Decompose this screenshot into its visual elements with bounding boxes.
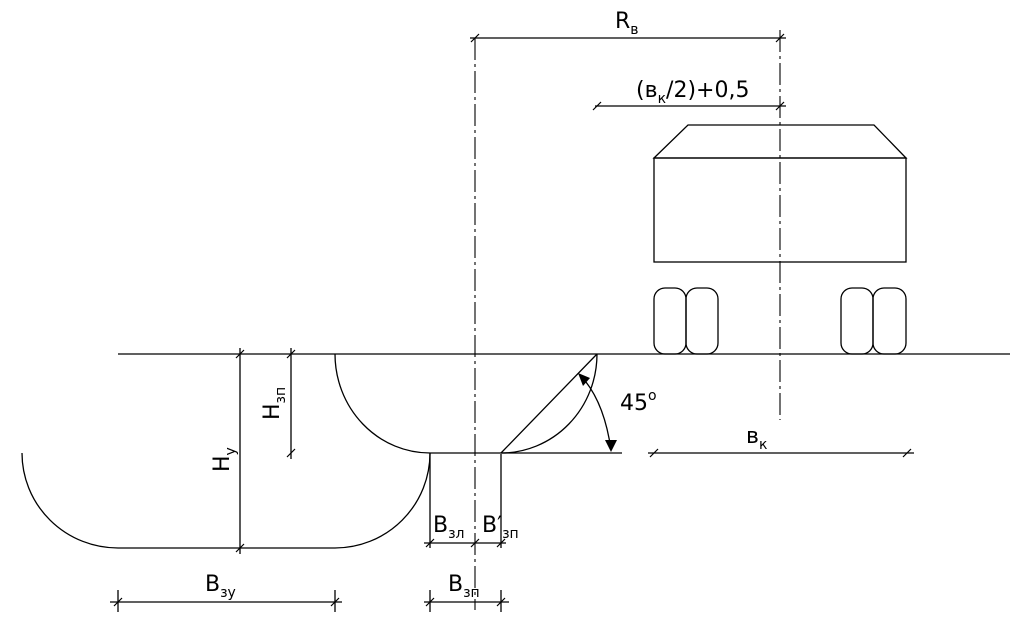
track-width-label: вк <box>746 424 767 453</box>
trench-profile <box>334 353 622 454</box>
b-zp-label: Bзп <box>448 572 480 601</box>
b-zl-tick-mid <box>470 538 480 548</box>
bucket-slope-line <box>500 353 598 454</box>
rv-tick-right <box>775 33 785 43</box>
angle-arrow-top-icon <box>578 373 590 386</box>
angle-arrow-icon <box>605 440 617 452</box>
rv-tick-left <box>470 33 480 43</box>
b-zu-tick-left <box>113 597 123 607</box>
h-zp-label: Hзп <box>260 387 289 420</box>
b-zp-prime-label: B′зп <box>482 513 519 542</box>
angle-arc <box>579 374 612 451</box>
half-track-tick-right <box>775 101 785 111</box>
half-track-tick-left <box>592 101 602 111</box>
spoil-heap-profile <box>21 452 431 549</box>
h-zp-tick-bottom <box>286 448 296 458</box>
b-zu-label: Bзу <box>205 572 236 601</box>
half-track-label: (вк/2)+0,5 <box>636 78 749 107</box>
h-u-tick-top <box>235 349 245 359</box>
b-zp-tick-left <box>425 597 435 607</box>
rear-wheel-pair <box>840 287 907 355</box>
h-u-label: Hу <box>210 447 239 472</box>
excavator-body <box>653 157 907 263</box>
track-width-tick-right <box>902 448 912 458</box>
bucket-arc <box>500 353 598 454</box>
angle-label: 45о <box>620 388 657 416</box>
b-zu-tick-right <box>330 597 340 607</box>
front-wheel-pair <box>653 287 719 355</box>
rv-label: Rв <box>615 9 639 38</box>
track-width-tick-left <box>649 448 659 458</box>
h-zp-tick-top <box>286 349 296 359</box>
b-zl-label: Bзл <box>433 513 465 542</box>
h-u-tick-bottom <box>235 543 245 553</box>
b-zp-tick-right <box>496 597 506 607</box>
